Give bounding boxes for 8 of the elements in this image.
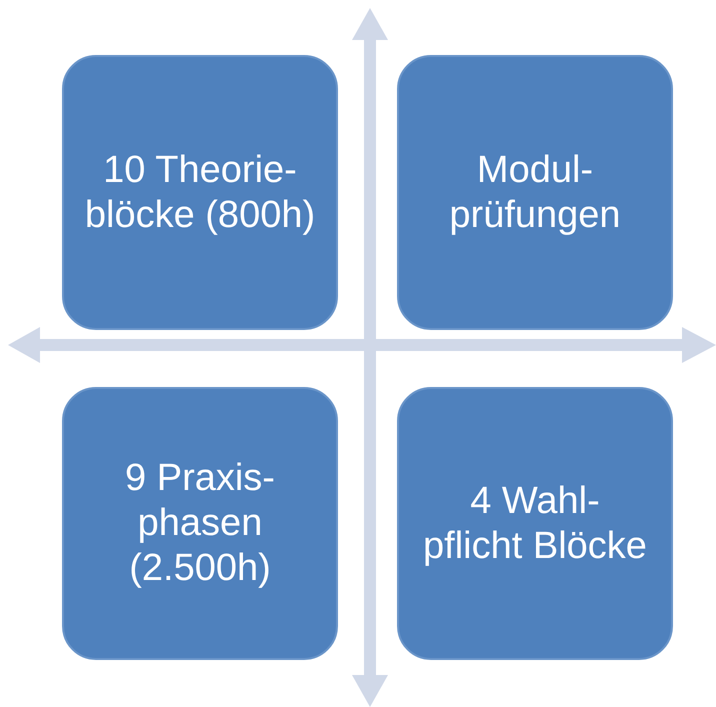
box-label: 10 Theorie- blöcke (800h) — [84, 148, 316, 238]
box-label: Modul- prüfungen — [448, 148, 622, 238]
rounded-box — [62, 55, 338, 330]
box-label: 9 Praxis- phasen (2.500h) — [124, 456, 276, 591]
rounded-box — [397, 387, 673, 660]
box-label: 4 Wahl- pflicht Blöcke — [422, 478, 648, 568]
rounded-box — [62, 387, 338, 660]
rounded-box — [397, 55, 673, 330]
